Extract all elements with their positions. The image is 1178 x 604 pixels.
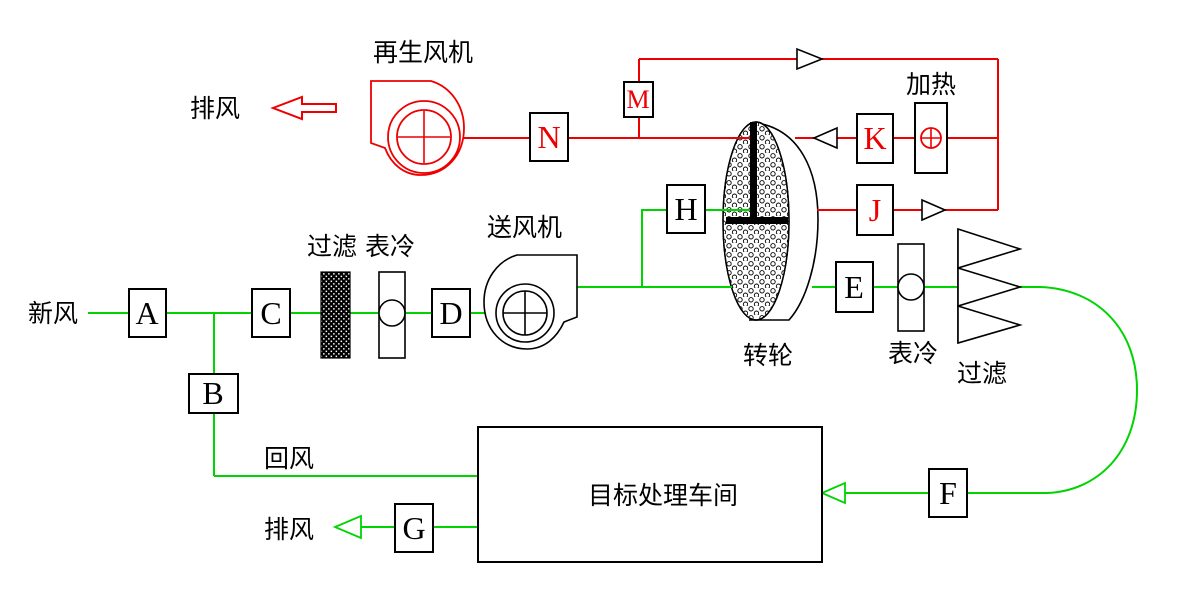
sensor-h-riser-line xyxy=(641,209,750,287)
workshop-inlet-flow-arrow xyxy=(819,481,846,505)
filter-left-label: 过滤 xyxy=(307,233,357,261)
sensor-label-k: K xyxy=(863,120,886,156)
supply-fan-hub-cross xyxy=(503,291,547,335)
cooler-right-coil xyxy=(897,273,925,301)
sensor-box-b: B xyxy=(188,373,239,414)
sensor-label-f: F xyxy=(939,475,957,511)
sensor-label-m: M xyxy=(626,85,649,114)
heater-to-wheel-flow-arrow xyxy=(811,126,838,150)
filter-right xyxy=(957,227,1023,345)
exhaust-top-label: 排风 xyxy=(190,95,240,123)
sensor-box-c: C xyxy=(251,288,291,338)
diagram-labels: 新风 排风 再生风机 过滤 表冷 送风机 加热 转轮 表冷 过滤 回风 排风 xyxy=(28,39,1007,544)
cooler-left-label: 表冷 xyxy=(365,233,415,261)
filter-right-wedge xyxy=(957,304,1023,345)
sensor-box-a: A xyxy=(128,288,167,338)
filter-left xyxy=(320,271,351,359)
rotor-wheel-label: 转轮 xyxy=(743,342,793,370)
sensor-box-k: K xyxy=(856,113,894,164)
flow-arrows xyxy=(270,47,948,540)
filter-right-wedge xyxy=(957,227,1023,270)
sensor-box-f: F xyxy=(928,468,968,518)
cooler-right-label: 表冷 xyxy=(888,340,938,368)
filter-right-wedge xyxy=(957,266,1023,308)
regen-fan-impeller xyxy=(396,109,452,165)
sensor-box-d: D xyxy=(431,288,471,338)
regen-top-flow-arrow xyxy=(796,47,825,71)
sensor-box-e: E xyxy=(835,261,874,313)
supply-fan-label: 送风机 xyxy=(487,214,562,242)
sensor-box-g: G xyxy=(394,503,434,553)
sensor-label-a: A xyxy=(135,295,158,331)
return-duct-arc xyxy=(1039,286,1139,494)
regen-fan-label: 再生风机 xyxy=(373,39,473,67)
sensor-boxes: A B C D E F G H J K M N xyxy=(128,81,968,553)
filter-right-label: 过滤 xyxy=(957,360,1007,388)
supply-fan xyxy=(483,254,578,350)
sensor-j-flow-arrow xyxy=(921,198,948,222)
workshop-box: 目标处理车间 xyxy=(477,426,823,563)
sensor-label-g: G xyxy=(402,510,425,546)
regen-fan-hub-cross xyxy=(398,111,450,163)
sensor-label-b: B xyxy=(202,375,223,411)
sensor-label-h: H xyxy=(674,191,697,227)
heater-element-cross xyxy=(921,128,941,148)
fresh-air-label: 新风 xyxy=(28,300,78,328)
cooler-left-coil xyxy=(378,299,406,327)
regen-fan xyxy=(370,80,465,176)
exhaust-block-arrow xyxy=(270,95,337,121)
sensor-box-h: H xyxy=(666,184,706,234)
cooler-right xyxy=(897,243,925,332)
sensor-label-d: D xyxy=(439,295,462,331)
heater xyxy=(914,102,948,174)
rotor-horizontal-divider xyxy=(726,217,788,224)
workshop-exhaust-flow-arrow xyxy=(332,514,362,540)
sensor-label-n: N xyxy=(537,119,560,155)
workshop-label: 目标处理车间 xyxy=(588,482,738,510)
sensor-label-j: J xyxy=(869,192,881,228)
cooler-left xyxy=(378,271,406,359)
sensor-label-c: C xyxy=(260,295,281,331)
sensor-box-m: M xyxy=(623,81,654,118)
rotor-vertical-divider xyxy=(750,122,757,223)
heater-label: 加热 xyxy=(906,71,956,99)
sensor-box-j: J xyxy=(856,184,894,236)
return-air-label: 回风 xyxy=(264,446,314,473)
exhaust-bottom-label: 排风 xyxy=(264,516,314,544)
sensor-box-n: N xyxy=(529,112,569,162)
sensor-label-e: E xyxy=(844,269,864,305)
